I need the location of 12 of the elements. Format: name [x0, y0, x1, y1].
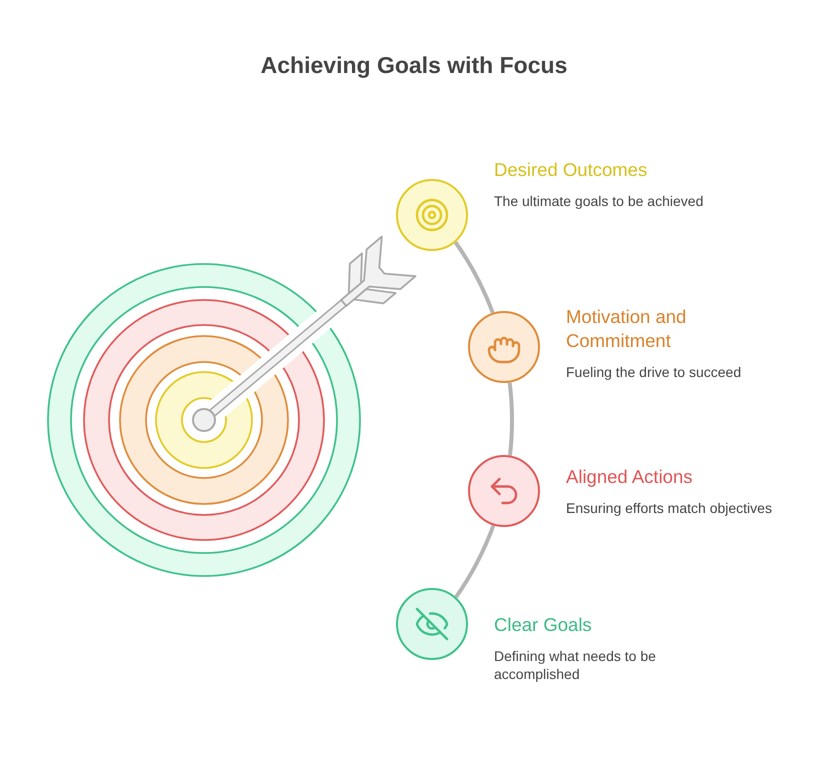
step-description: Ensuring efforts match objectives	[566, 499, 773, 517]
diagram-title: Achieving Goals with Focus	[260, 52, 568, 79]
step-heading: Clear Goals	[494, 613, 593, 637]
connector-arc	[454, 241, 495, 314]
step-description: The ultimate goals to be achieved	[494, 192, 704, 210]
step-heading: Desired Outcomes	[494, 158, 648, 182]
step-heading: Aligned Actions	[566, 465, 694, 489]
connector-arc	[454, 524, 496, 598]
step-description: Fueling the drive to succeed	[566, 363, 742, 381]
step-heading: Motivation and Commitment	[566, 305, 688, 353]
connector-arc	[508, 382, 514, 456]
step-description: Defining what needs to be accomplished	[494, 647, 657, 683]
